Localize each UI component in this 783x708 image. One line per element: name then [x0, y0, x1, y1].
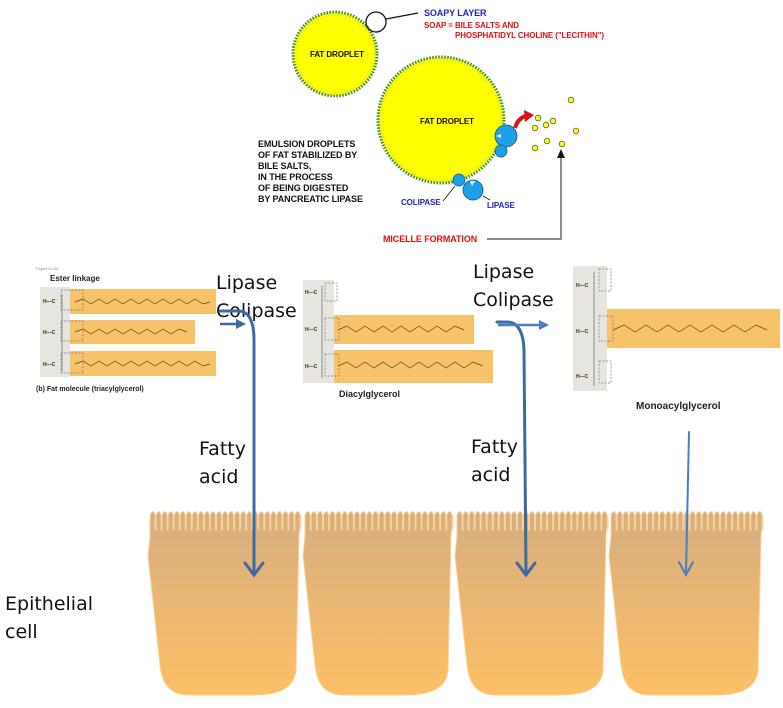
step2-enzyme-label: Lipase Colipase: [473, 258, 554, 314]
fatty-acid-chain: [607, 309, 780, 348]
lipase-enzyme-upper: [494, 124, 518, 148]
large-droplet-label: FAT DROPLET: [420, 117, 474, 126]
release-arrow: [513, 114, 527, 129]
large-fat-droplet: [376, 55, 506, 185]
glycerol-backbone: [40, 287, 70, 377]
fatty-acid-label-line1: Fatty: [471, 436, 518, 458]
svg-text:H—C: H—C: [305, 290, 318, 296]
figure-reference: Figure 5.10b: [36, 266, 59, 271]
emulsion-figure: [291, 10, 580, 240]
small-droplet-label: FAT DROPLET: [310, 50, 364, 59]
lipase-arrows: [220, 319, 549, 330]
description-line: BY PANCREATIC LIPASE: [258, 194, 363, 204]
emulsion-description: EMULSION DROPLETS OF FAT STABILIZED BY B…: [258, 139, 363, 205]
colipase-label: Colipase: [216, 300, 297, 322]
epithelial-label-line2: cell: [5, 621, 38, 643]
epithelial-cell: [454, 511, 609, 696]
micelle-formation-label: MICELLE FORMATION: [383, 234, 478, 244]
description-line: BILE SALTS,: [258, 161, 312, 171]
fatty-acid-arrow-1: [218, 309, 256, 574]
glycerol-backbone: [303, 280, 334, 383]
svg-text:H—C: H—C: [43, 299, 56, 305]
fatty-acid-arrow-1-head: [243, 561, 265, 578]
cell-body: [302, 511, 454, 696]
glycerol-backbone: [573, 266, 607, 391]
epithelial-cell: [302, 511, 454, 696]
monoacylglycerol-structure: H—C H—C H—C: [573, 266, 780, 391]
description-line: IN THE PROCESS: [258, 172, 333, 182]
description-line: EMULSION DROPLETS: [258, 139, 356, 149]
lipase-arrow-1-head: [236, 319, 246, 329]
svg-text:H—C: H—C: [43, 330, 56, 336]
micelle-particles: [531, 96, 580, 152]
epithelial-cell: [147, 511, 302, 696]
soapy-layer-label: SOAPY LAYER: [424, 8, 487, 18]
colipase-label: Colipase: [473, 289, 554, 311]
lipase-pointer: [482, 195, 491, 201]
fatty-acid-label-line1: Fatty: [199, 438, 246, 460]
lipase-enzyme: [462, 179, 484, 201]
monoacylglycerol-arrow: [685, 431, 690, 574]
epithelial-label-line1: Epithelial: [5, 593, 94, 615]
colipase-label: COLIPASE: [401, 198, 441, 207]
svg-text:H—C: H—C: [576, 329, 589, 335]
cell-body: [454, 511, 609, 696]
step1-enzyme-label: Lipase Colipase: [216, 269, 297, 325]
soapy-layer-magnifier: [365, 11, 387, 33]
release-arrow-head: [524, 110, 534, 122]
epithelial-cell: [608, 511, 764, 696]
step2-product-label: Fatty acid: [471, 433, 518, 489]
micelle-arrow-head: [557, 149, 565, 158]
lipase-label: Lipase: [216, 272, 278, 294]
monoacylglycerol-caption: Monoacylglycerol: [636, 401, 721, 412]
triacylglycerol-structure: H—C H—C H—C: [40, 287, 216, 377]
svg-text:H—C: H—C: [43, 362, 56, 368]
description-line: OF BEING DIGESTED: [258, 183, 349, 193]
lipase-label: LIPASE: [487, 201, 515, 210]
cell-body: [147, 511, 302, 696]
lipase-label: Lipase: [473, 261, 535, 283]
diacylglycerol-caption: Diacylglycerol: [339, 389, 401, 399]
monoacylglycerol-arrow-head: [678, 561, 694, 578]
lipase-arrow-2-head: [539, 320, 549, 330]
fatty-acid-label-line2: acid: [471, 464, 511, 486]
step1-product-label: Fatty acid: [199, 435, 246, 491]
soap-definition-line1: SOAP = BILE SALTS AND: [424, 21, 519, 30]
svg-text:H—C: H—C: [576, 374, 589, 380]
cell-body: [608, 511, 764, 696]
soap-definition-line2: PHOSPHATIDYL CHOLINE ("LECITHIN"): [455, 31, 604, 40]
small-fat-droplet: [291, 10, 379, 98]
fatty-acid-label-line2: acid: [199, 466, 239, 488]
svg-text:H—C: H—C: [576, 283, 589, 289]
epithelial-cell-label: Epithelial cell: [5, 590, 93, 646]
ester-linkage-label: Ester linkage: [50, 274, 100, 283]
epithelium-layer: [147, 309, 764, 696]
colipase-enzyme: [452, 173, 466, 187]
description-line: OF FAT STABILIZED BY: [258, 150, 358, 160]
fatty-acid-arrow-2: [495, 320, 528, 574]
colipase-enzyme-upper: [494, 144, 508, 158]
fatty-acid-chain: [334, 315, 474, 344]
micelle-arrow: [487, 154, 562, 240]
svg-text:H—C: H—C: [305, 327, 318, 333]
diacylglycerol-structure: H—C H—C H—C: [303, 280, 493, 383]
triacylglycerol-caption: (b) Fat molecule (triacylglycerol): [36, 386, 144, 393]
svg-text:H—C: H—C: [305, 364, 318, 370]
colipase-pointer: [442, 185, 456, 202]
fatty-acid-arrow-2-head: [515, 561, 537, 578]
soapy-layer-pointer: [385, 12, 419, 20]
